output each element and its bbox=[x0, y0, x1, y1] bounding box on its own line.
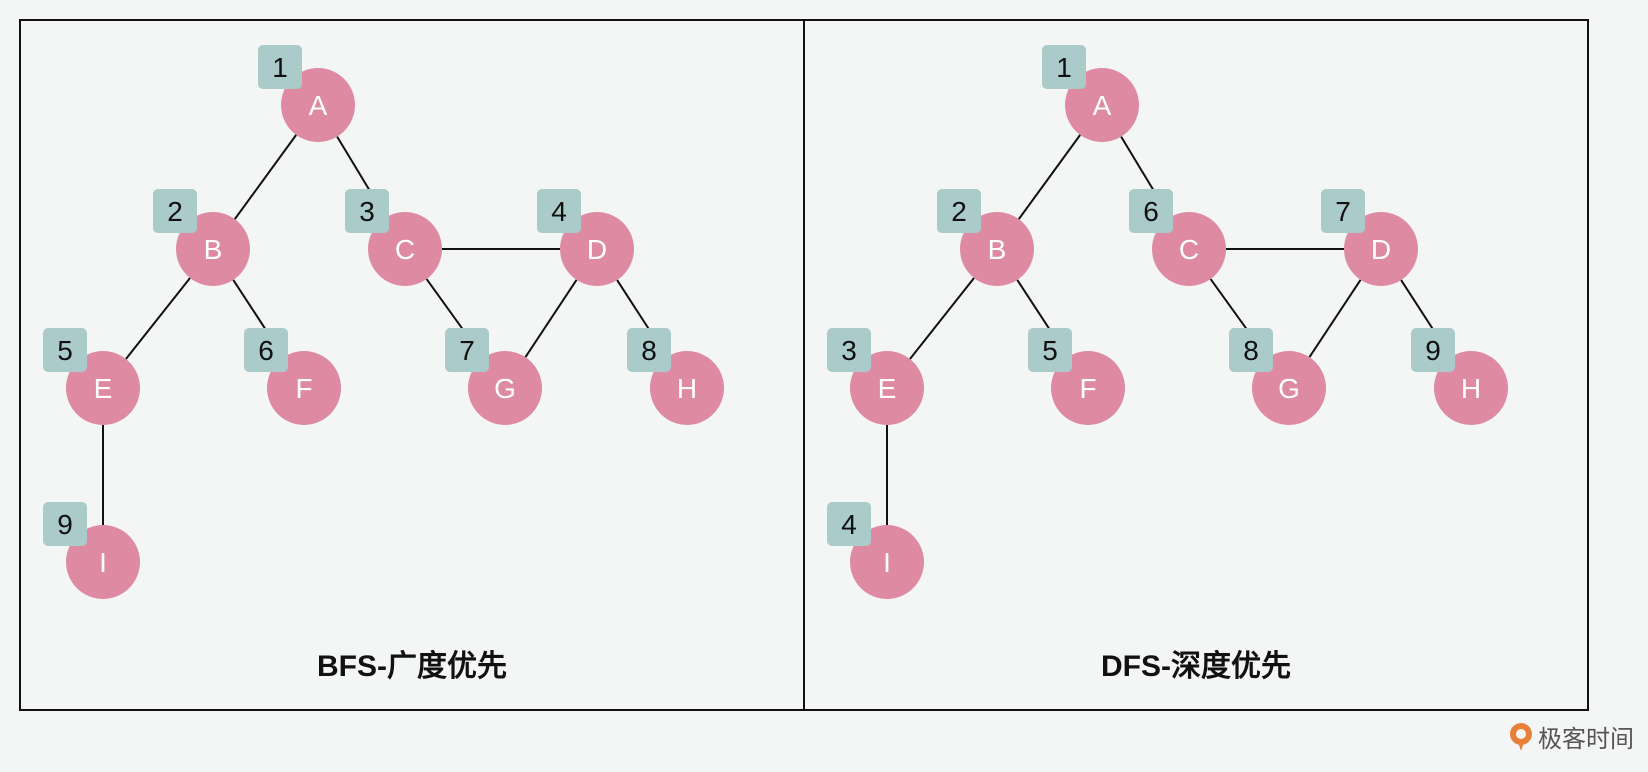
order-number: 1 bbox=[272, 52, 288, 83]
geektime-logo-icon bbox=[1508, 722, 1534, 752]
order-number: 3 bbox=[841, 335, 857, 366]
order-badge bbox=[1411, 328, 1455, 372]
order-number: 6 bbox=[258, 335, 274, 366]
node-b: B2 bbox=[153, 189, 250, 286]
node-label: F bbox=[1079, 373, 1096, 404]
logo-text: 极客时间 bbox=[1538, 725, 1634, 753]
node-a: A1 bbox=[1042, 45, 1139, 142]
edge-A-B bbox=[1017, 134, 1082, 220]
order-number: 2 bbox=[167, 196, 183, 227]
node-label: A bbox=[1093, 90, 1112, 121]
node-label: H bbox=[1461, 373, 1481, 404]
order-number: 7 bbox=[1335, 196, 1351, 227]
node-f: F5 bbox=[1028, 328, 1125, 425]
node-h: H9 bbox=[1411, 328, 1508, 425]
order-badge bbox=[345, 189, 389, 233]
node-label: E bbox=[878, 373, 897, 404]
node-e: E5 bbox=[43, 328, 140, 425]
node-i: I9 bbox=[43, 502, 140, 599]
node-g: G8 bbox=[1229, 328, 1326, 425]
node-h: H8 bbox=[627, 328, 724, 425]
node-b: B2 bbox=[937, 189, 1034, 286]
order-badge bbox=[258, 45, 302, 89]
order-badge bbox=[445, 328, 489, 372]
node-label: B bbox=[204, 234, 223, 265]
order-badge bbox=[537, 189, 581, 233]
order-number: 9 bbox=[1425, 335, 1441, 366]
order-badge bbox=[827, 502, 871, 546]
node-g: G7 bbox=[445, 328, 542, 425]
dfs-caption: DFS-深度优先 bbox=[1101, 650, 1291, 683]
node-label: B bbox=[988, 234, 1007, 265]
order-number: 3 bbox=[359, 196, 375, 227]
node-f: F6 bbox=[244, 328, 341, 425]
order-badge bbox=[1321, 189, 1365, 233]
edge-D-G bbox=[1308, 279, 1362, 358]
order-number: 5 bbox=[1042, 335, 1058, 366]
node-label: A bbox=[309, 90, 328, 121]
node-label: G bbox=[494, 373, 516, 404]
node-label: C bbox=[395, 234, 415, 265]
node-label: F bbox=[295, 373, 312, 404]
order-number: 2 bbox=[951, 196, 967, 227]
edge-A-B bbox=[233, 134, 298, 220]
edge-D-G bbox=[524, 279, 578, 358]
node-d: D7 bbox=[1321, 189, 1418, 286]
order-number: 5 bbox=[57, 335, 73, 366]
node-label: I bbox=[883, 547, 891, 578]
order-number: 8 bbox=[641, 335, 657, 366]
node-e: E3 bbox=[827, 328, 924, 425]
order-badge bbox=[244, 328, 288, 372]
order-badge bbox=[1229, 328, 1273, 372]
node-label: G bbox=[1278, 373, 1300, 404]
node-label: D bbox=[587, 234, 607, 265]
node-c: C3 bbox=[345, 189, 442, 286]
bfs-caption: BFS-广度优先 bbox=[317, 650, 507, 683]
node-label: D bbox=[1371, 234, 1391, 265]
order-badge bbox=[43, 502, 87, 546]
order-badge bbox=[153, 189, 197, 233]
order-number: 9 bbox=[57, 509, 73, 540]
order-badge bbox=[937, 189, 981, 233]
edge-B-E bbox=[909, 277, 975, 360]
node-d: D4 bbox=[537, 189, 634, 286]
order-number: 6 bbox=[1143, 196, 1159, 227]
node-label: I bbox=[99, 547, 107, 578]
order-number: 4 bbox=[841, 509, 857, 540]
order-badge bbox=[1129, 189, 1173, 233]
node-a: A1 bbox=[258, 45, 355, 142]
node-label: H bbox=[677, 373, 697, 404]
order-badge bbox=[827, 328, 871, 372]
node-label: C bbox=[1179, 234, 1199, 265]
order-number: 7 bbox=[459, 335, 475, 366]
order-badge bbox=[43, 328, 87, 372]
node-label: E bbox=[94, 373, 113, 404]
edge-B-E bbox=[125, 277, 191, 360]
order-badge bbox=[627, 328, 671, 372]
order-badge bbox=[1028, 328, 1072, 372]
geektime-logo: 极客时间 bbox=[1508, 719, 1634, 754]
order-number: 8 bbox=[1243, 335, 1259, 366]
order-number: 1 bbox=[1056, 52, 1072, 83]
node-c: C6 bbox=[1129, 189, 1226, 286]
node-i: I4 bbox=[827, 502, 924, 599]
order-number: 4 bbox=[551, 196, 567, 227]
order-badge bbox=[1042, 45, 1086, 89]
